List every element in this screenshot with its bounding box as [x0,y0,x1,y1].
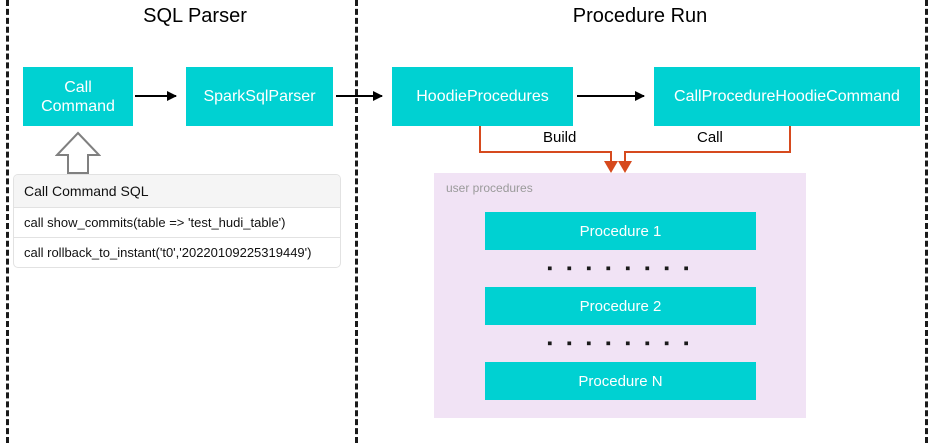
procedure-bar[interactable]: Procedure N [485,362,756,400]
box-spark-sql-parser[interactable]: SparkSqlParser [186,67,333,126]
procedure-separator-dots: ▪ ▪ ▪ ▪ ▪ ▪ ▪ ▪ [547,335,694,352]
box-call-command-line1: Call [64,78,92,96]
divider-right [925,0,928,443]
section-title-sql-parser: SQL Parser [143,5,247,27]
arrow-hoodie-to-call-procedure-icon [577,91,645,101]
arrow-call-command-to-parser-icon [135,91,177,101]
box-call-command-line2: Command [41,97,115,115]
user-procedures-label: user procedures [446,181,533,195]
box-hoodie-procedures[interactable]: HoodieProcedures [392,67,573,126]
build-arrowhead-icon [604,161,618,173]
procedure-bar[interactable]: Procedure 1 [485,212,756,250]
call-connector-horizontal [624,151,791,153]
call-arrowhead-icon [618,161,632,173]
call-connector-vertical-left [624,151,626,165]
build-connector-vertical-right [610,151,612,165]
build-connector-vertical-left [479,126,481,153]
divider-left [6,0,9,443]
arrow-parser-to-hoodie-procedures-icon [336,91,383,101]
sql-table-row: call rollback_to_instant('t0','202201092… [24,245,312,260]
box-call-procedure-hoodie-command[interactable]: CallProcedureHoodieCommand [654,67,920,126]
call-label: Call [697,129,723,146]
call-command-sql-table: Call Command SQL call show_commits(table… [14,175,340,267]
build-connector-horizontal [479,151,612,153]
build-label: Build [543,129,577,146]
call-connector-vertical-right [789,126,791,153]
box-call-command[interactable]: Call Command [23,67,133,126]
section-title-procedure-run: Procedure Run [572,5,708,27]
sql-table-header: Call Command SQL [14,175,340,208]
procedure-separator-dots: ▪ ▪ ▪ ▪ ▪ ▪ ▪ ▪ [547,260,694,277]
block-arrow-up-icon [55,131,101,174]
procedure-bar[interactable]: Procedure 2 [485,287,756,325]
divider-middle [355,0,358,443]
sql-table-row: call show_commits(table => 'test_hudi_ta… [14,208,340,238]
